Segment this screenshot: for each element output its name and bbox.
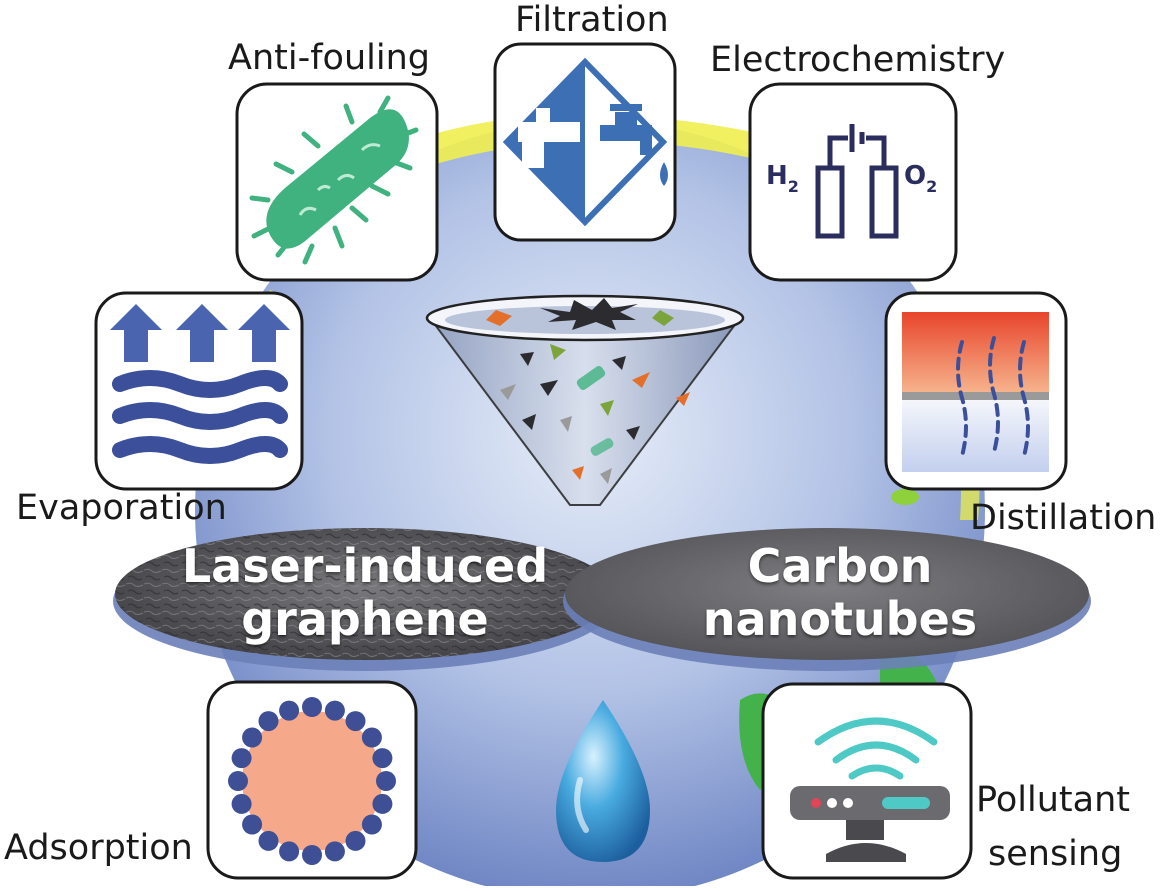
adsorbed-bead <box>324 700 345 721</box>
lig-line-1: Laser-induced <box>181 539 549 593</box>
cnt-line-1: Carbon <box>747 539 933 593</box>
adsorbed-bead <box>279 700 300 721</box>
anti-fouling-label: Anti-fouling <box>228 38 430 78</box>
evaporation-panel <box>94 291 304 491</box>
adsorbed-bead <box>372 793 393 814</box>
electrochemistry-panel: H2 O2 <box>748 82 958 282</box>
adsorbed-bead <box>258 711 279 732</box>
pollutant-sensing-panel <box>761 682 973 880</box>
adsorbed-bead <box>258 830 279 851</box>
adsorbed-bead <box>231 793 252 814</box>
adsorbed-bead <box>376 771 396 791</box>
lig-disc <box>113 528 617 671</box>
adsorbed-bead <box>372 748 393 769</box>
electrolysis-icon <box>815 124 899 239</box>
adsorbed-bead <box>231 748 252 769</box>
cnt-title: Carbon nanotubes <box>690 540 990 646</box>
adsorbed-bead <box>242 814 263 835</box>
filtration-icon <box>502 57 668 227</box>
filtration-panel <box>493 42 677 242</box>
adsorbed-bead <box>302 845 322 865</box>
cnt-disc <box>563 528 1091 671</box>
adsorbed-bead <box>361 814 382 835</box>
filtration-label: Filtration <box>515 0 669 40</box>
vapor-icon <box>956 336 1030 458</box>
water-droplet-icon <box>556 700 650 862</box>
funnel-icon <box>425 294 745 506</box>
adsorbed-bead <box>324 841 345 862</box>
adsorption-label: Adsorption <box>4 828 193 868</box>
adsorbed-beads <box>228 697 396 865</box>
evaporation-label: Evaporation <box>16 488 227 528</box>
o2-label: O2 <box>904 161 937 196</box>
lig-line-2: graphene <box>241 591 489 646</box>
evaporation-icon <box>110 304 290 362</box>
adsorbed-bead <box>279 841 300 862</box>
adsorbed-bead <box>242 727 263 748</box>
adsorbed-bead <box>345 711 366 732</box>
adsorbed-bead <box>361 727 382 748</box>
adsorbed-bead <box>345 830 366 851</box>
pollutant-label: Pollutant <box>976 780 1130 820</box>
distillation-panel <box>884 291 1068 491</box>
sensor-device <box>790 786 950 820</box>
anti-fouling-panel <box>235 82 439 282</box>
adsorbent-core <box>242 711 382 851</box>
cnt-line-2: nanotubes <box>702 591 978 646</box>
wifi-signal-icon <box>814 717 938 780</box>
lig-title: Laser-induced graphene <box>170 540 560 646</box>
adsorbed-bead <box>228 771 248 791</box>
sensing-label: sensing <box>988 834 1123 874</box>
adsorption-panel <box>206 680 418 880</box>
distillation-label: Distillation <box>970 498 1157 538</box>
electrochemistry-label: Electrochemistry <box>710 40 1006 80</box>
adsorbed-bead <box>302 697 322 717</box>
h2-label: H2 <box>766 161 799 196</box>
